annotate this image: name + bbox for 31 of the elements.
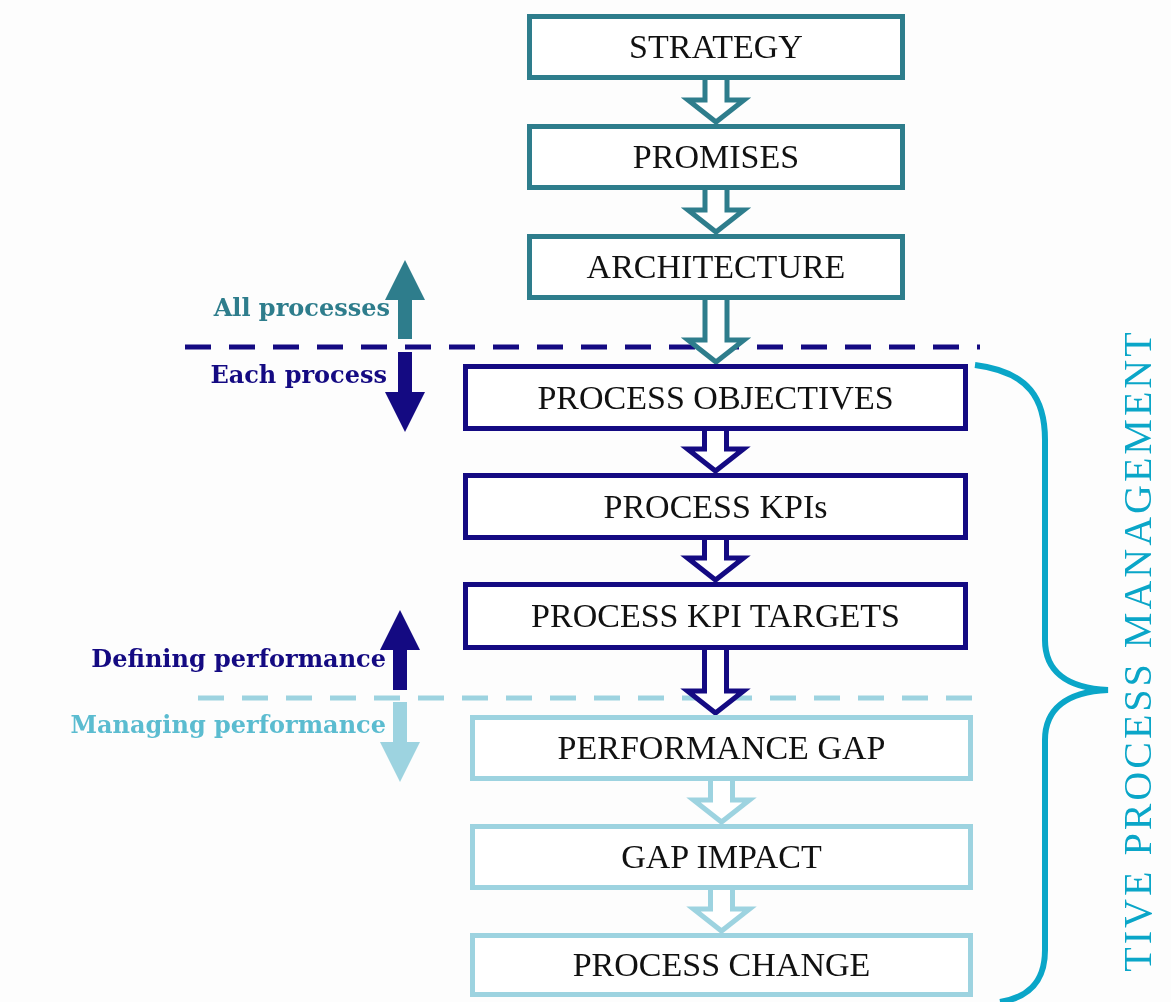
- box-label: PROCESS KPI TARGETS: [531, 597, 900, 635]
- box-label: PROCESS OBJECTIVES: [537, 378, 894, 417]
- process-box: [463, 473, 968, 540]
- box-label: GAP IMPACT: [621, 838, 822, 876]
- arrow: [680, 537, 751, 584]
- arrow: [680, 187, 752, 236]
- box-label: ARCHITECTURE: [586, 248, 846, 286]
- process-box: [470, 715, 973, 781]
- process-box: [527, 14, 905, 80]
- box-label: PROCESS KPIs: [603, 487, 828, 526]
- box-label: PERFORMANCE GAP: [557, 729, 886, 767]
- box-label: PROMISES: [632, 138, 800, 176]
- side-title: TIVE PROCESS MANAGEMENT: [1113, 328, 1161, 972]
- box-label: STRATEGY: [629, 28, 803, 66]
- process-box: [463, 582, 968, 650]
- process-box: [527, 124, 905, 190]
- section-label: Managing performance: [70, 710, 386, 739]
- process-box: [470, 824, 973, 890]
- process-box: [470, 933, 973, 997]
- arrow: [680, 297, 752, 366]
- arrow: [686, 887, 757, 935]
- process-box: [527, 234, 905, 300]
- arrow: [686, 778, 757, 826]
- process-box: [463, 364, 968, 431]
- section-label: All processes: [213, 293, 390, 322]
- arrow: [680, 647, 751, 717]
- arrow: [680, 428, 751, 475]
- box-label: PROCESS CHANGE: [572, 946, 871, 984]
- section-label: Defining performance: [91, 644, 386, 673]
- arrow: [680, 77, 752, 126]
- section-label: Each process: [210, 360, 387, 389]
